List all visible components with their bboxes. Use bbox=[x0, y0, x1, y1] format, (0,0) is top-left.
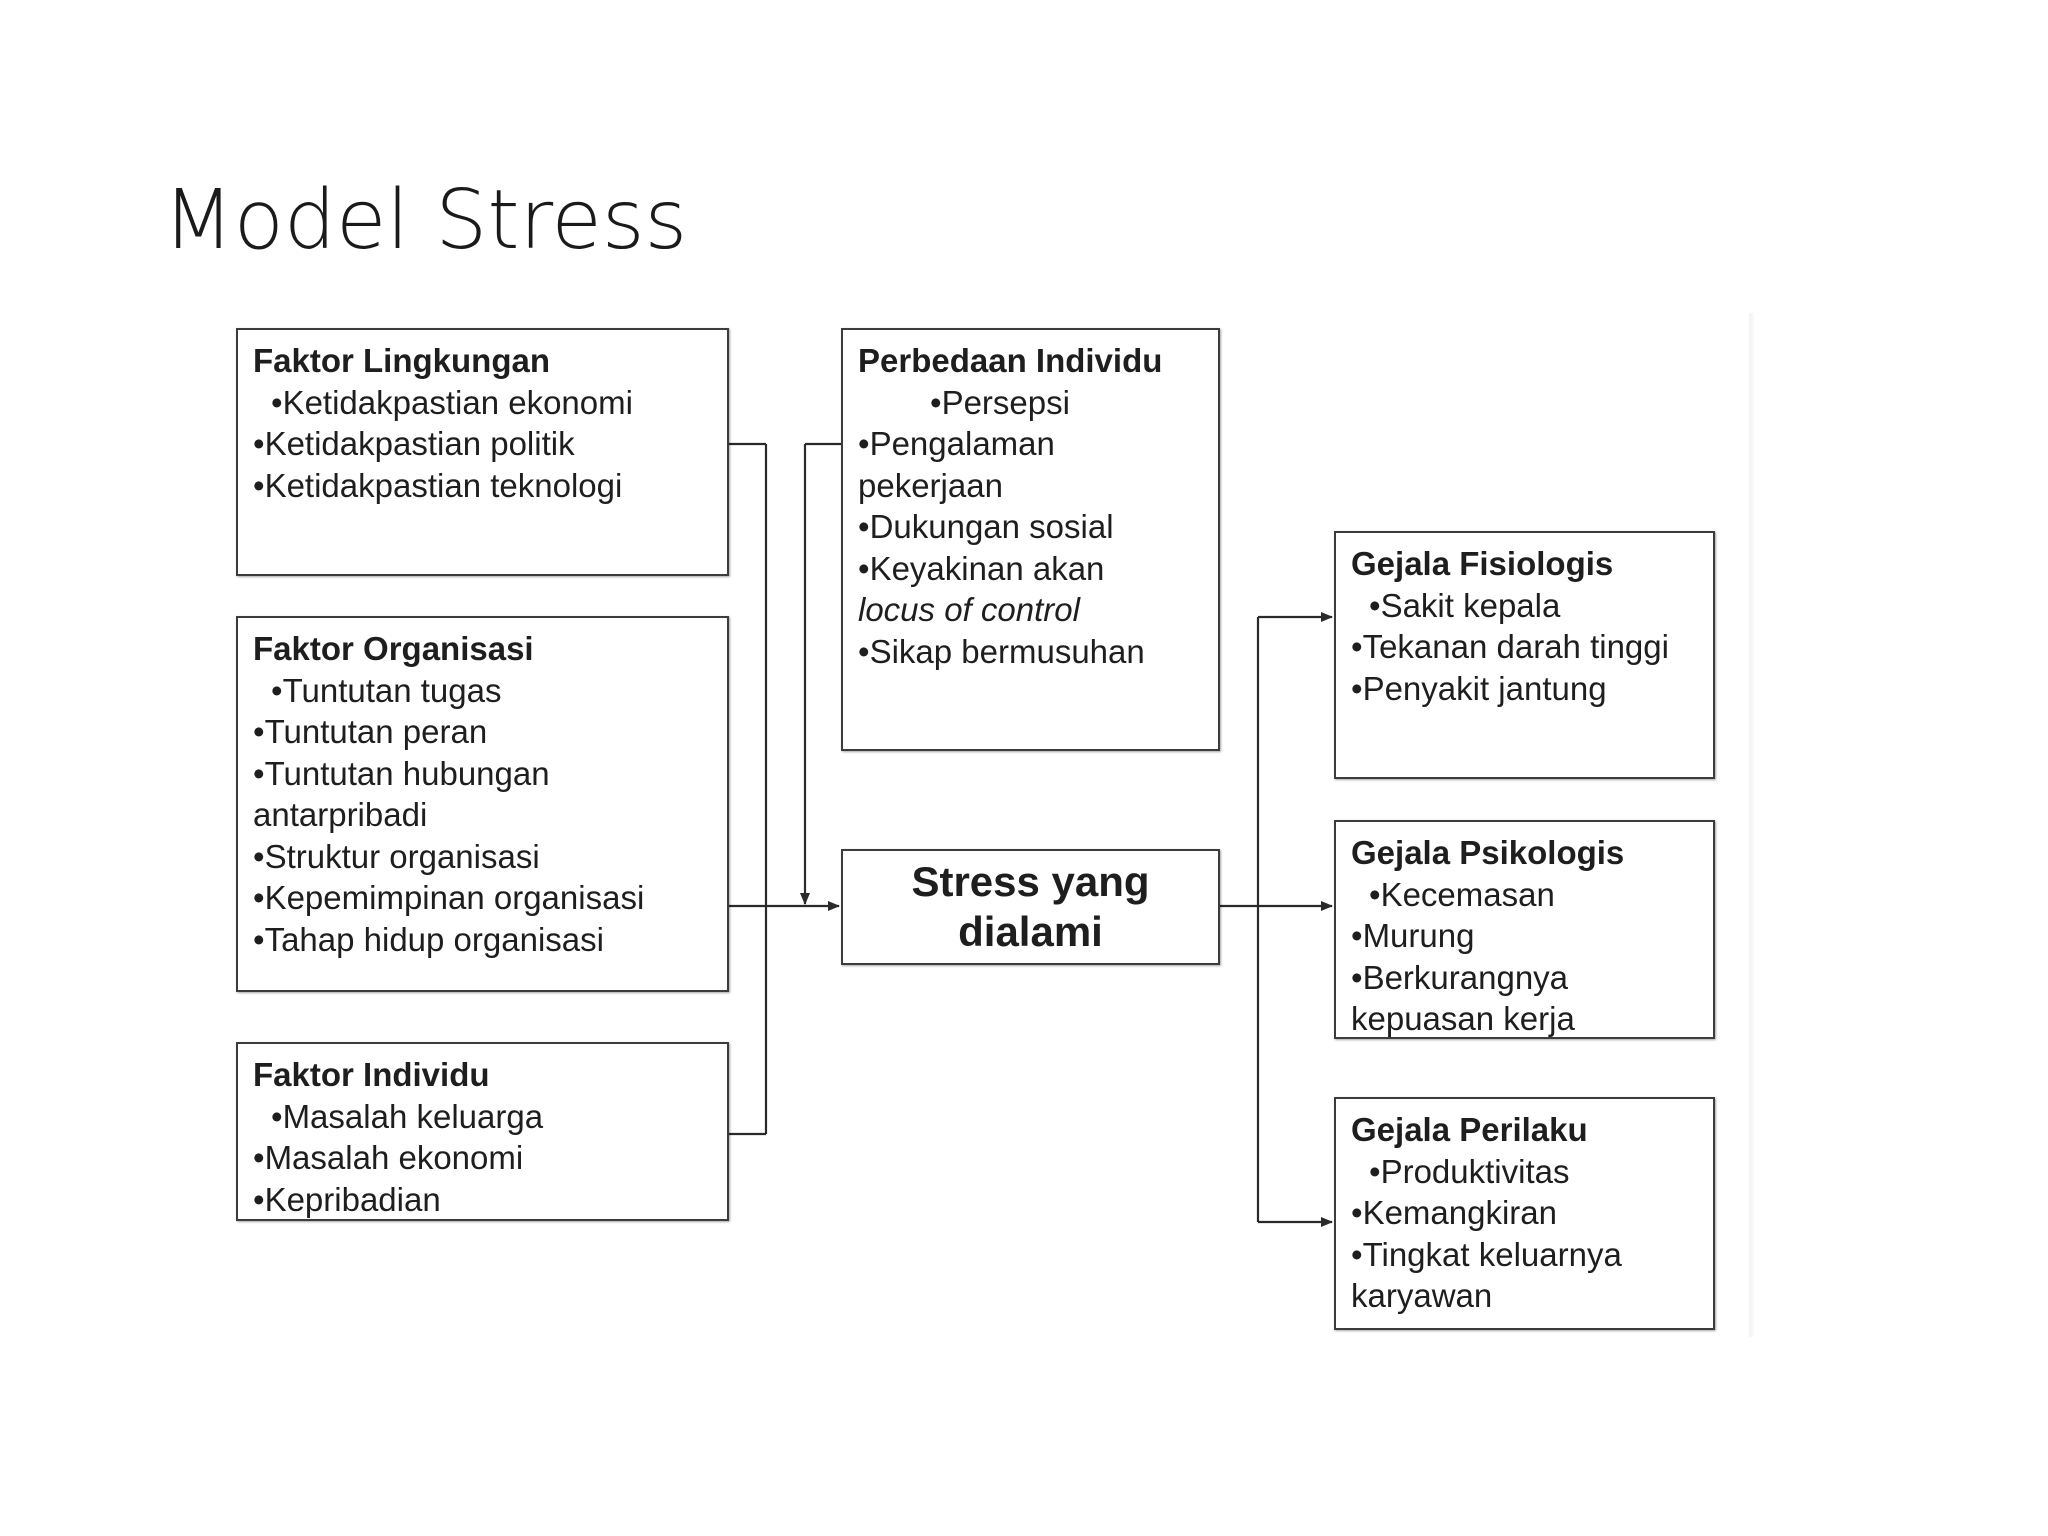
list-item: Struktur organisasi bbox=[253, 836, 727, 878]
faktor-individu-box: Faktor Individu Masalah keluarga Masalah… bbox=[236, 1042, 729, 1221]
list-item: Murung bbox=[1351, 915, 1713, 957]
list-item: Keyakinan akan bbox=[858, 548, 1218, 590]
image-edge-divider bbox=[1749, 313, 1754, 1337]
list-item: Tuntutan tugas bbox=[253, 670, 727, 712]
list-item: Produktivitas bbox=[1351, 1151, 1713, 1193]
gejala-psikologis-box: Gejala Psikologis Kecemasan Murung Berku… bbox=[1334, 820, 1715, 1039]
list-item-continuation: pekerjaan bbox=[858, 466, 1003, 504]
list-item: Tahap hidup organisasi bbox=[253, 919, 727, 961]
gejala-perilaku-heading: Gejala Perilaku bbox=[1351, 1111, 1588, 1148]
list-item: Penyakit jantung bbox=[1351, 668, 1713, 710]
list-item: Masalah keluarga bbox=[253, 1096, 727, 1138]
gejala-fisiologis-heading: Gejala Fisiologis bbox=[1351, 545, 1614, 582]
gejala-perilaku-box: Gejala Perilaku Produktivitas Kemangkira… bbox=[1334, 1097, 1715, 1330]
list-item: Tekanan darah tinggi bbox=[1351, 626, 1713, 668]
list-item: Dukungan sosial bbox=[858, 506, 1218, 548]
list-item-continuation: kepuasan kerja bbox=[1351, 1000, 1575, 1037]
list-item: Sakit kepala bbox=[1351, 585, 1713, 627]
faktor-organisasi-heading: Faktor Organisasi bbox=[253, 630, 534, 667]
list-item: Kepribadian bbox=[253, 1179, 727, 1221]
list-item: Kecemasan bbox=[1351, 874, 1713, 916]
stress-label-line2: dialami bbox=[958, 908, 1103, 955]
list-item: Tuntutan peran bbox=[253, 711, 727, 753]
gejala-psikologis-heading: Gejala Psikologis bbox=[1351, 834, 1625, 871]
list-item: Berkurangnya bbox=[1351, 957, 1713, 999]
faktor-individu-heading: Faktor Individu bbox=[253, 1056, 490, 1093]
faktor-lingkungan-box: Faktor Lingkungan Ketidakpastian ekonomi… bbox=[236, 328, 729, 576]
list-item-continuation: karyawan bbox=[1351, 1277, 1493, 1314]
gejala-fisiologis-box: Gejala Fisiologis Sakit kepala Tekanan d… bbox=[1334, 531, 1715, 779]
list-item: Tingkat keluarnya bbox=[1351, 1234, 1713, 1276]
page-title: Model Stress bbox=[163, 173, 688, 268]
list-item: Ketidakpastian ekonomi bbox=[253, 382, 727, 424]
list-item: Ketidakpastian politik bbox=[253, 423, 727, 465]
perbedaan-individu-heading: Perbedaan Individu bbox=[858, 342, 1163, 379]
list-item-continuation: locus of control bbox=[858, 591, 1080, 628]
faktor-lingkungan-heading: Faktor Lingkungan bbox=[253, 342, 550, 379]
faktor-organisasi-box: Faktor Organisasi Tuntutan tugas Tuntuta… bbox=[236, 616, 729, 992]
list-item: Masalah ekonomi bbox=[253, 1137, 727, 1179]
list-item: Kemangkiran bbox=[1351, 1192, 1713, 1234]
list-item-continuation: antarpribadi bbox=[253, 796, 428, 833]
list-item: Persepsi bbox=[858, 382, 1218, 424]
list-item: Pengalaman bbox=[858, 423, 1218, 465]
list-item: Sikap bermusuhan bbox=[858, 631, 1218, 673]
list-item: Tuntutan hubungan bbox=[253, 753, 727, 795]
stress-yang-dialami-box: Stress yang dialami bbox=[841, 849, 1220, 965]
perbedaan-individu-box: Perbedaan Individu Persepsi Pengalaman p… bbox=[841, 328, 1220, 751]
list-item: Ketidakpastian teknologi bbox=[253, 465, 727, 507]
stress-label-line1: Stress yang bbox=[911, 858, 1150, 905]
list-item: Kepemimpinan organisasi bbox=[253, 877, 727, 919]
